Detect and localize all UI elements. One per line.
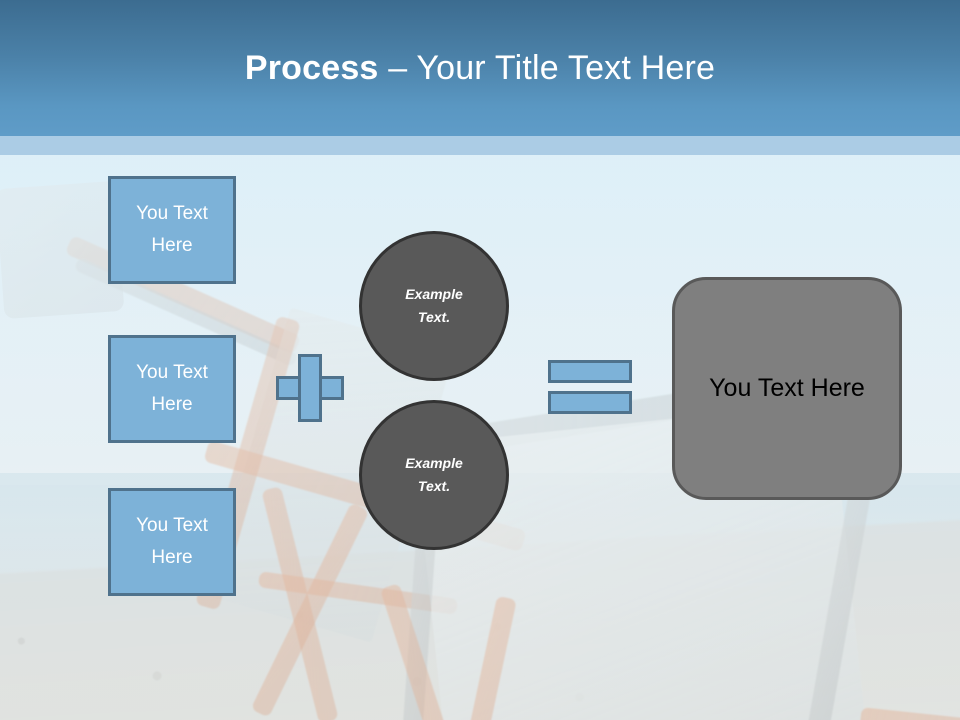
example-circle-1-line1: Example [405, 286, 463, 302]
plus-icon [276, 354, 344, 422]
example-circle-1-line2: Text. [417, 309, 451, 325]
example-circle-2[interactable]: Example Text. [359, 400, 509, 550]
example-circle-2-line2: Text. [417, 478, 451, 494]
page-title-rest: – Your Title Text Here [378, 49, 716, 87]
input-box-1[interactable]: You Text Here [108, 176, 236, 284]
input-box-3-label: You Text Here [136, 515, 208, 568]
page-title: Process – Your Title Text Here [0, 48, 960, 88]
example-circle-1[interactable]: Example Text. [359, 231, 509, 381]
result-box[interactable]: You Text Here [672, 277, 902, 500]
input-box-3[interactable]: You Text Here [108, 488, 236, 596]
input-box-1-label: You Text Here [136, 203, 208, 256]
result-box-label: You Text Here [709, 374, 865, 402]
input-box-2-label: You Text Here [136, 362, 208, 415]
input-box-2[interactable]: You Text Here [108, 335, 236, 443]
slide-header: Process – Your Title Text Here [0, 0, 960, 136]
plus-icon-center [301, 379, 319, 397]
equals-icon-bottom-bar [548, 391, 632, 414]
page-title-bold: Process [244, 49, 379, 87]
header-accent-band [0, 136, 960, 155]
equals-icon [548, 360, 632, 414]
example-circle-2-line1: Example [405, 455, 463, 471]
equals-icon-top-bar [548, 360, 632, 383]
